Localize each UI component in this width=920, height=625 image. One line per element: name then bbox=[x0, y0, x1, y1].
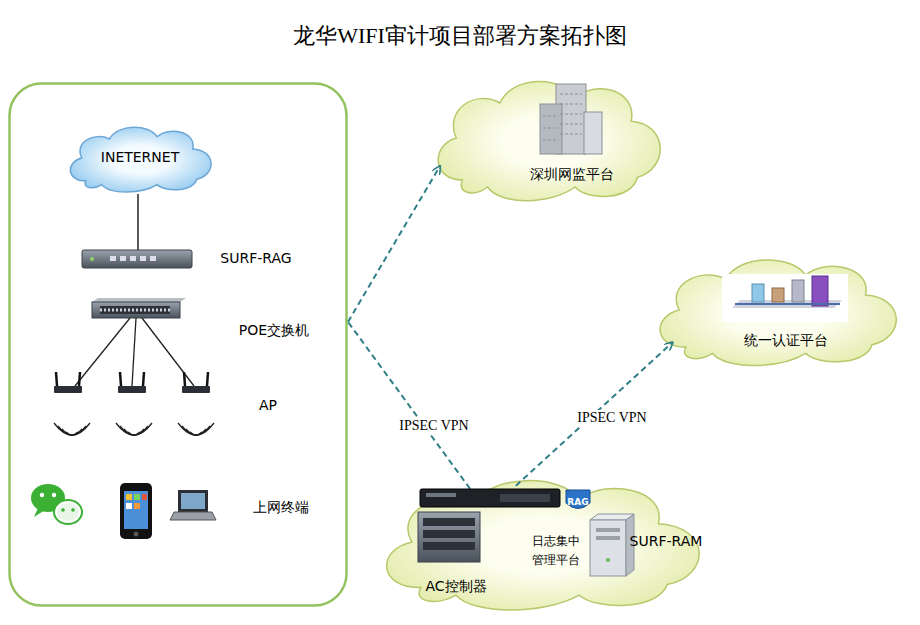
edge-label: IPSEC VPN bbox=[397, 418, 470, 434]
vpn-connector bbox=[348, 166, 440, 322]
text-slot: INETERNET bbox=[101, 147, 179, 167]
cloud-node: 统一认证平台 bbox=[646, 248, 912, 372]
node-text: 日志集中 管理平台 bbox=[532, 534, 580, 567]
cloud-node: AC控制器 日志集中 管理平台 SURF-RAM bbox=[368, 466, 720, 618]
rag-device bbox=[82, 250, 192, 268]
cloud-shape bbox=[425, 68, 675, 208]
rag-badge bbox=[566, 490, 590, 509]
site-panel: INETERNET SURF-RAG POE交换机 AP 上网终端 bbox=[8, 82, 348, 607]
auth-platform-icon bbox=[722, 274, 848, 322]
node-text: SURF-RAG bbox=[220, 250, 291, 266]
text-slot: 统一认证平台 bbox=[744, 330, 828, 350]
edge-label: IPSEC VPN bbox=[575, 410, 648, 426]
poe-switch bbox=[92, 298, 186, 318]
node-text: 深圳网监平台 bbox=[530, 166, 614, 182]
cloud-node: 深圳网监平台 bbox=[425, 68, 675, 208]
text-slot: 深圳网监平台 bbox=[530, 164, 614, 184]
node-text: AC控制器 bbox=[425, 578, 486, 594]
vpn-connector bbox=[348, 322, 470, 489]
cloud-node: INETERNET bbox=[62, 120, 220, 196]
text-slot: POE交换机 bbox=[239, 320, 309, 340]
text-slot: SURF-RAG bbox=[220, 248, 291, 268]
title-slot: 龙华WIFI审计项目部署方案拓扑图 bbox=[293, 21, 627, 51]
vpn-connector bbox=[516, 342, 673, 486]
server-icon bbox=[590, 514, 634, 576]
node-text: AP bbox=[259, 397, 277, 413]
diagram-title: 龙华WIFI审计项目部署方案拓扑图 bbox=[293, 23, 627, 48]
text-slot: SURF-RAM bbox=[630, 531, 703, 551]
text-slot: AC控制器 bbox=[425, 576, 486, 596]
uplink-wire bbox=[137, 194, 139, 250]
node-text: POE交换机 bbox=[239, 322, 309, 338]
node-text: 统一认证平台 bbox=[744, 332, 828, 348]
node-text: INETERNET bbox=[101, 149, 179, 165]
text-slot: 日志集中 管理平台 bbox=[529, 530, 583, 568]
phone-icon bbox=[120, 483, 152, 539]
cloud-shape bbox=[646, 248, 912, 372]
node-text: 上网终端 bbox=[253, 499, 309, 515]
text-slot: AP bbox=[259, 395, 277, 415]
label-slot: RAG bbox=[567, 490, 588, 509]
text-slot: 上网终端 bbox=[253, 497, 309, 517]
badge-label: RAG bbox=[567, 497, 588, 507]
node-text: SURF-RAM bbox=[630, 533, 703, 549]
